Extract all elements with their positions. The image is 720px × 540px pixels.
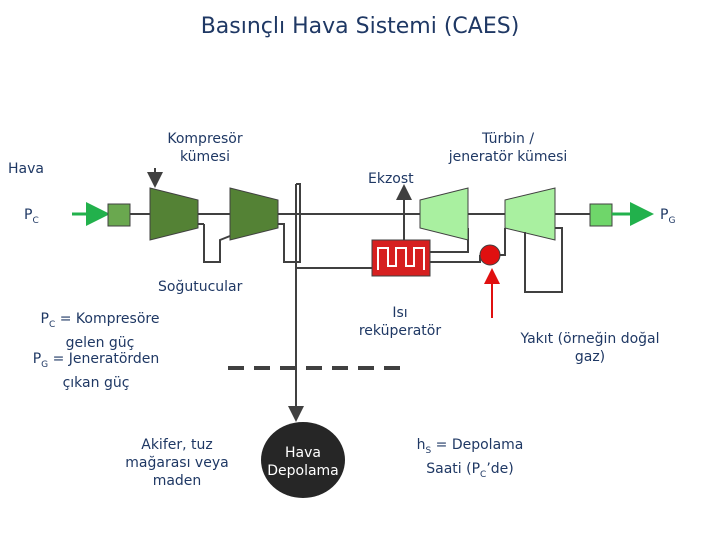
label-recuperator: Isı reküperatör bbox=[358, 305, 442, 339]
combustor bbox=[479, 244, 501, 266]
label-storage-hours: hS = Depolama Saati (PC’de) bbox=[400, 436, 540, 484]
legend-pg-sub: G bbox=[41, 359, 49, 370]
hs-text: = Depolama bbox=[431, 437, 524, 453]
label-storage: Hava Depolama bbox=[267, 445, 339, 479]
legend-pc-letter: P bbox=[40, 311, 49, 327]
legend-pc-sub: C bbox=[48, 319, 56, 330]
label-fuel: Yakıt (örneğin doğal gaz) bbox=[520, 331, 660, 365]
pg-letter: P bbox=[660, 207, 669, 223]
legend-pg-line1: PG = Jeneratörden bbox=[16, 350, 176, 374]
generator-box bbox=[589, 203, 613, 227]
turbine-stage-1 bbox=[419, 187, 469, 241]
intercooler-pipe bbox=[203, 224, 231, 263]
recuperator-coil bbox=[377, 247, 425, 270]
hs-letter: h bbox=[416, 437, 426, 453]
label-compressor: Kompresör kümesi bbox=[167, 131, 243, 165]
aftercooler-pipe bbox=[278, 183, 301, 263]
motor-box bbox=[107, 203, 131, 227]
label-aquifer: Akifer, tuz mağarası veya maden bbox=[125, 437, 229, 489]
legend-pc-text: = Kompresöre bbox=[55, 311, 160, 327]
pg-subscript: G bbox=[668, 215, 676, 226]
hs-line2-b: ’de) bbox=[486, 460, 514, 477]
hs-line2-sub: C bbox=[480, 469, 487, 480]
compressor-stage-2 bbox=[229, 187, 279, 241]
label-exhaust: Ekzost bbox=[368, 171, 414, 187]
hs-sub: S bbox=[425, 445, 432, 456]
legend-pg-line2: çıkan güç bbox=[62, 374, 130, 391]
pc-letter: P bbox=[24, 207, 33, 223]
legend-pc-line1: PC = Kompresöre bbox=[20, 310, 180, 334]
reheat-loop bbox=[524, 227, 563, 293]
compressor-stage-1 bbox=[149, 187, 199, 241]
label-pc: PC bbox=[24, 206, 39, 230]
label-coolers: Soğutucular bbox=[158, 279, 243, 295]
legend-pg: PG = Jeneratörden çıkan güç bbox=[16, 350, 176, 392]
turbine-stage-2 bbox=[504, 187, 556, 241]
air-storage bbox=[261, 422, 345, 498]
hs-line1: hS = Depolama bbox=[400, 436, 540, 460]
heat-recuperator bbox=[371, 239, 431, 277]
combustor-feed bbox=[430, 255, 481, 263]
legend-pc-line2: gelen güç bbox=[65, 334, 135, 351]
legend-pg-text: = Jeneratörden bbox=[48, 351, 160, 367]
label-air: Hava bbox=[8, 161, 44, 177]
legend-pc: PC = Kompresöre gelen güç bbox=[20, 310, 180, 352]
pc-subscript: C bbox=[32, 215, 39, 226]
hs-line2-a: Saati (P bbox=[426, 460, 481, 477]
label-turbine: Türbin / jeneratör kümesi bbox=[448, 131, 568, 165]
hs-line2: Saati (PC’de) bbox=[400, 460, 540, 484]
label-pg: PG bbox=[660, 206, 675, 230]
combustor-to-turbine bbox=[500, 228, 506, 256]
diagram-title: Basınçlı Hava Sistemi (CAES) bbox=[200, 14, 520, 39]
legend-pg-letter: P bbox=[32, 351, 42, 367]
